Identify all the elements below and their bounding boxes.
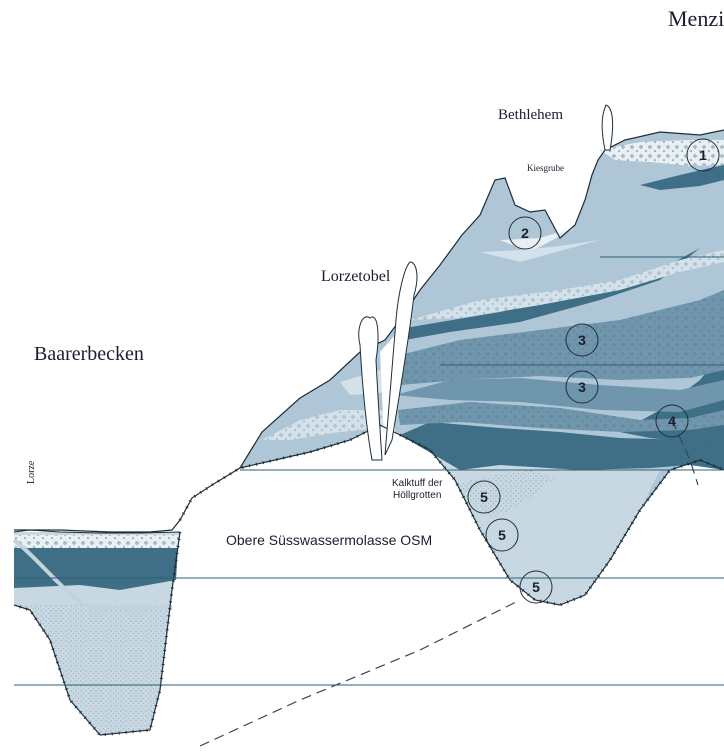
label-lorzetobel: Lorzetobel	[321, 268, 391, 285]
marker-3a-text: 3	[578, 332, 586, 348]
number-markers: 1 2 3 3 4 5 5 5	[467, 138, 720, 604]
horizontal-reference-lines	[14, 256, 724, 686]
marker-5a	[467, 480, 501, 514]
marker-2-text: 2	[521, 225, 529, 241]
marker-5b	[485, 518, 519, 552]
tree-outlines	[358, 104, 614, 461]
label-kiesgrube: Kiesgrube	[527, 163, 564, 173]
label-kalktuff-line2: Höllgrotten	[393, 490, 442, 501]
marker-4	[655, 404, 689, 438]
baarer-basin	[12, 529, 181, 735]
marker-3b-text: 3	[578, 379, 586, 395]
marker-5c	[519, 570, 553, 604]
label-menzingen: Menzi	[668, 6, 724, 31]
marker-4-text: 4	[668, 413, 676, 429]
label-bethlehem: Bethlehem	[498, 107, 563, 123]
marker-5c-text: 5	[532, 579, 540, 595]
label-baarerbecken: Baarerbecken	[34, 343, 144, 365]
label-osm: Obere Süsswassermolasse OSM	[226, 532, 433, 548]
marker-1-text: 1	[699, 147, 707, 163]
marker-2	[508, 216, 542, 250]
marker-5b-text: 5	[498, 527, 506, 543]
base-profile	[13, 423, 401, 737]
hill-body	[239, 129, 724, 607]
marker-3b	[565, 370, 599, 404]
marker-3a	[565, 323, 599, 357]
marker-5a-text: 5	[480, 489, 488, 505]
label-kalktuff: Kalktuff der Höllgrotten	[392, 478, 442, 502]
label-lorze: Lorze	[26, 460, 37, 484]
marker-1	[686, 138, 720, 172]
label-kalktuff-line1: Kalktuff der	[392, 478, 443, 489]
dashed-faults	[199, 419, 699, 747]
